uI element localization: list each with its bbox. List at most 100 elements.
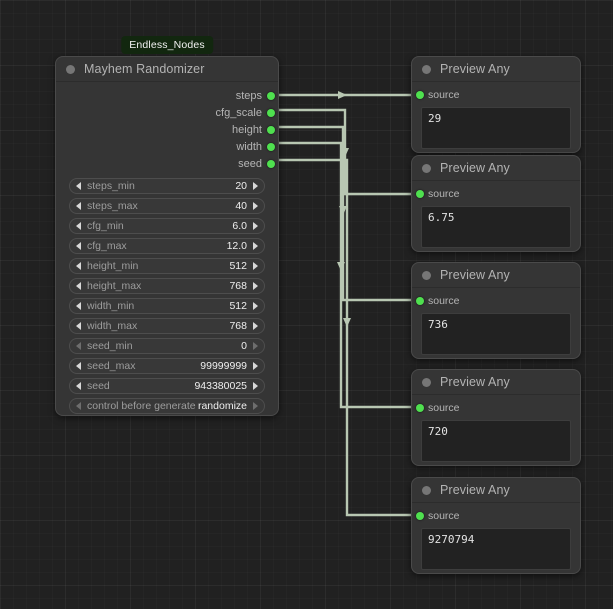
node-preview-any-2[interactable]: Preview Any source 6.75 xyxy=(411,155,581,252)
node-preview-any-1[interactable]: Preview Any source 29 xyxy=(411,56,581,153)
preview-node-header[interactable]: Preview Any xyxy=(412,57,580,82)
output-slot-seed[interactable]: seed xyxy=(56,155,278,172)
output-slot-dot-icon[interactable] xyxy=(267,125,275,134)
widget-value[interactable]: 768 xyxy=(229,280,247,292)
widget-value[interactable]: 943380025 xyxy=(194,380,247,392)
preview-node-header[interactable]: Preview Any xyxy=(412,370,580,395)
preview-node-header[interactable]: Preview Any xyxy=(412,156,580,181)
widget-label: steps_max xyxy=(87,200,138,212)
wire-height xyxy=(276,125,414,302)
widget-decrement-arrow-icon[interactable] xyxy=(76,382,81,390)
input-slot-dot-icon[interactable] xyxy=(416,404,424,412)
input-slot-dot-icon[interactable] xyxy=(416,91,424,99)
input-slot-dot-icon[interactable] xyxy=(416,297,424,305)
widget-decrement-arrow-icon[interactable] xyxy=(76,402,81,410)
randomizer-node-header[interactable]: Mayhem Randomizer xyxy=(56,57,278,82)
widget-value[interactable]: 512 xyxy=(229,260,247,272)
widget-value[interactable]: 0 xyxy=(241,340,247,352)
widget-value[interactable]: 40 xyxy=(235,200,247,212)
widget-increment-arrow-icon[interactable] xyxy=(253,222,258,230)
widget-value[interactable]: 768 xyxy=(229,320,247,332)
widget-decrement-arrow-icon[interactable] xyxy=(76,222,81,230)
widget-increment-arrow-icon[interactable] xyxy=(253,182,258,190)
widget-decrement-arrow-icon[interactable] xyxy=(76,342,81,350)
widget-value[interactable]: 20 xyxy=(235,180,247,192)
node-preview-any-5[interactable]: Preview Any source 9270794 xyxy=(411,477,581,574)
randomizer-output-slots: steps cfg_scale height width seed xyxy=(56,82,278,172)
input-slot-dot-icon[interactable] xyxy=(416,190,424,198)
widget-value[interactable]: randomize xyxy=(197,400,247,412)
widget-decrement-arrow-icon[interactable] xyxy=(76,262,81,270)
widget-increment-arrow-icon[interactable] xyxy=(253,342,258,350)
widget-decrement-arrow-icon[interactable] xyxy=(76,282,81,290)
widget-increment-arrow-icon[interactable] xyxy=(253,302,258,310)
node-preview-any-4[interactable]: Preview Any source 720 xyxy=(411,369,581,466)
output-slot-steps[interactable]: steps xyxy=(56,87,278,104)
input-slot-source[interactable]: source xyxy=(412,85,580,105)
input-slot-label: source xyxy=(428,510,460,522)
input-slot-dot-icon[interactable] xyxy=(416,512,424,520)
preview-node-header[interactable]: Preview Any xyxy=(412,478,580,503)
widget-increment-arrow-icon[interactable] xyxy=(253,322,258,330)
input-slot-source[interactable]: source xyxy=(412,398,580,418)
preview-value-text: 720 xyxy=(421,420,571,462)
widget-increment-arrow-icon[interactable] xyxy=(253,202,258,210)
widget-value[interactable]: 99999999 xyxy=(200,360,247,372)
widget-decrement-arrow-icon[interactable] xyxy=(76,242,81,250)
widget-decrement-arrow-icon[interactable] xyxy=(76,302,81,310)
randomizer-node-body: steps cfg_scale height width seed xyxy=(56,82,278,425)
input-slot-source[interactable]: source xyxy=(412,291,580,311)
widget-increment-arrow-icon[interactable] xyxy=(253,262,258,270)
output-slot-cfg-scale[interactable]: cfg_scale xyxy=(56,104,278,121)
widget-increment-arrow-icon[interactable] xyxy=(253,282,258,290)
input-slot-source[interactable]: source xyxy=(412,184,580,204)
output-slot-dot-icon[interactable] xyxy=(267,91,275,100)
widget-increment-arrow-icon[interactable] xyxy=(253,362,258,370)
output-slot-label: steps xyxy=(235,89,262,102)
collapse-dot-icon[interactable] xyxy=(422,377,431,387)
output-slot-label: width xyxy=(236,140,262,153)
preview-node-body: source 9270794 xyxy=(412,506,580,570)
collapse-dot-icon[interactable] xyxy=(422,485,431,495)
preview-node-header[interactable]: Preview Any xyxy=(412,263,580,288)
collapse-dot-icon[interactable] xyxy=(422,163,431,173)
widget-increment-arrow-icon[interactable] xyxy=(253,402,258,410)
node-badge-endless-nodes: Endless_Nodes xyxy=(121,36,213,54)
collapse-dot-icon[interactable] xyxy=(422,270,431,280)
output-slot-height[interactable]: height xyxy=(56,121,278,138)
output-slot-width[interactable]: width xyxy=(56,138,278,155)
preview-value-text: 6.75 xyxy=(421,206,571,248)
node-mayhem-randomizer[interactable]: Endless_Nodes Mayhem Randomizer steps cf… xyxy=(55,36,279,416)
widget-value[interactable]: 6.0 xyxy=(232,220,247,232)
widget-row[interactable]: steps_max 40 xyxy=(69,198,265,214)
output-slot-dot-icon[interactable] xyxy=(267,142,275,151)
widget-decrement-arrow-icon[interactable] xyxy=(76,202,81,210)
preview-node-body: source 29 xyxy=(412,85,580,149)
output-slot-dot-icon[interactable] xyxy=(267,108,275,117)
widget-value[interactable]: 512 xyxy=(229,300,247,312)
widget-decrement-arrow-icon[interactable] xyxy=(76,322,81,330)
output-slot-dot-icon[interactable] xyxy=(267,159,275,168)
widget-decrement-arrow-icon[interactable] xyxy=(76,182,81,190)
collapse-dot-icon[interactable] xyxy=(66,64,75,74)
widget-decrement-arrow-icon[interactable] xyxy=(76,362,81,370)
widget-increment-arrow-icon[interactable] xyxy=(253,242,258,250)
widget-increment-arrow-icon[interactable] xyxy=(253,382,258,390)
widget-value[interactable]: 12.0 xyxy=(226,240,247,252)
collapse-dot-icon[interactable] xyxy=(422,64,431,74)
input-slot-source[interactable]: source xyxy=(412,506,580,526)
node-preview-any-3[interactable]: Preview Any source 736 xyxy=(411,262,581,359)
